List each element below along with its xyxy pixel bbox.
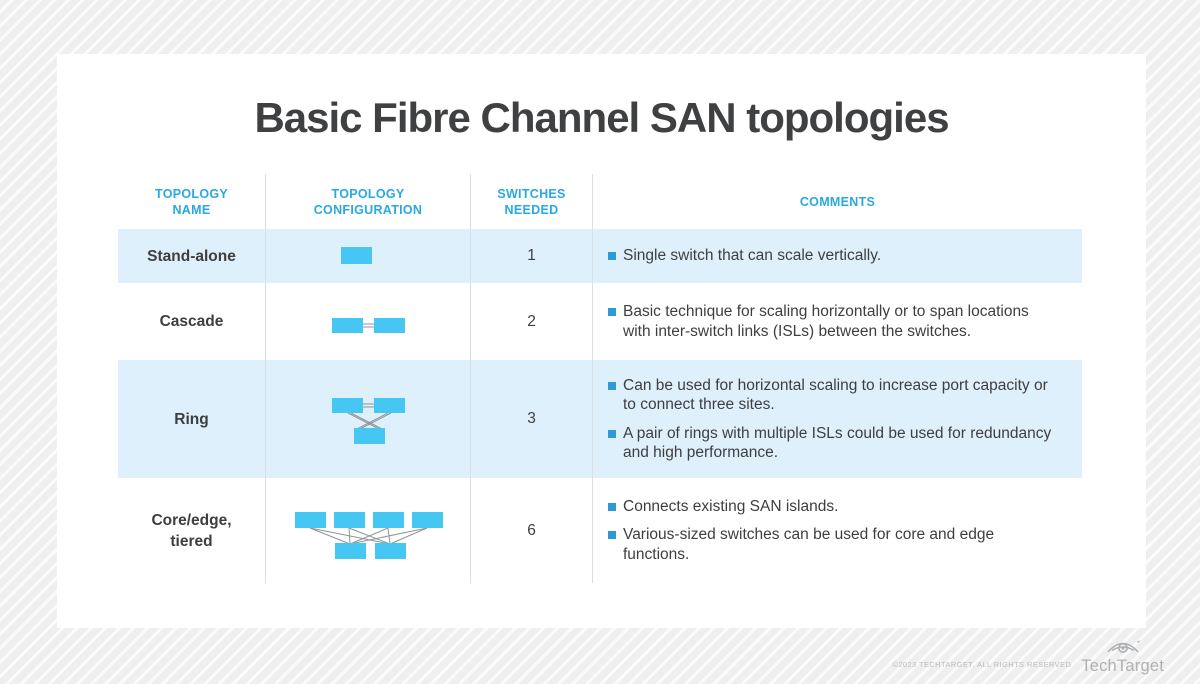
cascade-topology-icon	[332, 318, 405, 333]
bullet-icon	[608, 502, 616, 511]
row-cascade-name: Cascade	[118, 283, 266, 360]
bullet-icon	[608, 252, 616, 261]
switch-icon	[354, 428, 385, 444]
row-standalone-comments: Single switch that can scale vertically.	[593, 229, 1082, 283]
comment-item: A pair of rings with multiple ISLs could…	[608, 424, 1058, 463]
column-header-switches-needed: SWITCHES NEEDED	[471, 174, 593, 229]
switch-icon	[374, 318, 405, 333]
row-ring-diagram	[266, 360, 471, 478]
switch-icon	[334, 512, 365, 528]
topology-table: TOPOLOGY NAME TOPOLOGY CONFIGURATION SWI…	[118, 174, 1082, 583]
ring-topology-icon	[332, 398, 405, 444]
switch-icon	[373, 512, 404, 528]
switch-icon	[332, 398, 363, 413]
bullet-icon	[608, 381, 616, 390]
row-standalone-diagram	[266, 229, 471, 283]
row-standalone-switch-count: 1	[471, 229, 593, 283]
row-cascade-comments: Basic technique for scaling horizontally…	[593, 283, 1082, 360]
row-standalone-name: Stand-alone	[118, 229, 266, 283]
row-ring-switch-count: 3	[471, 360, 593, 478]
row-cascade-switch-count: 2	[471, 283, 593, 360]
comment-item: Various-sized switches can be used for c…	[608, 525, 1058, 564]
brand-text: TechTarget	[1081, 657, 1164, 675]
row-core-edge-comments: Connects existing SAN islands. Various-s…	[593, 478, 1082, 583]
switch-icon	[335, 543, 366, 559]
row-cascade-diagram	[266, 283, 471, 360]
switch-icon	[374, 398, 405, 413]
comment-item: Connects existing SAN islands.	[608, 497, 838, 517]
page-title: Basic Fibre Channel SAN topologies	[254, 94, 949, 141]
comment-item: Single switch that can scale vertically.	[608, 246, 881, 266]
footer: ©2023 TECHTARGET, ALL RIGHTS RESERVED Te…	[892, 638, 1164, 676]
row-core-edge-name: Core/edge, tiered	[118, 478, 266, 583]
content-card: Basic Fibre Channel SAN topologies TOPOL…	[57, 54, 1146, 628]
core-edge-topology-icon	[295, 512, 443, 559]
column-header-topology-configuration: TOPOLOGY CONFIGURATION	[266, 174, 471, 229]
switch-icon	[375, 543, 406, 559]
row-ring-comments: Can be used for horizontal scaling to in…	[593, 360, 1082, 478]
comment-item: Can be used for horizontal scaling to in…	[608, 376, 1058, 415]
bullet-icon	[608, 308, 616, 316]
row-ring-name: Ring	[118, 360, 266, 478]
techtarget-logo: TechTarget	[1081, 638, 1164, 676]
switch-icon	[332, 318, 363, 333]
row-core-edge-switch-count: 6	[471, 478, 593, 583]
switch-icon	[295, 512, 326, 528]
bullet-icon	[608, 429, 616, 438]
column-header-topology-name: TOPOLOGY NAME	[118, 174, 266, 229]
column-header-comments: COMMENTS	[799, 194, 876, 209]
switch-icon	[412, 512, 443, 528]
bullet-icon	[608, 531, 616, 540]
copyright-text: ©2023 TECHTARGET, ALL RIGHTS RESERVED	[892, 660, 1072, 669]
standalone-topology-icon	[341, 247, 372, 264]
row-core-edge-diagram	[266, 478, 471, 583]
eye-icon	[1107, 640, 1140, 653]
switch-icon	[341, 247, 372, 264]
comment-item: Basic technique for scaling horizontally…	[608, 302, 1058, 341]
